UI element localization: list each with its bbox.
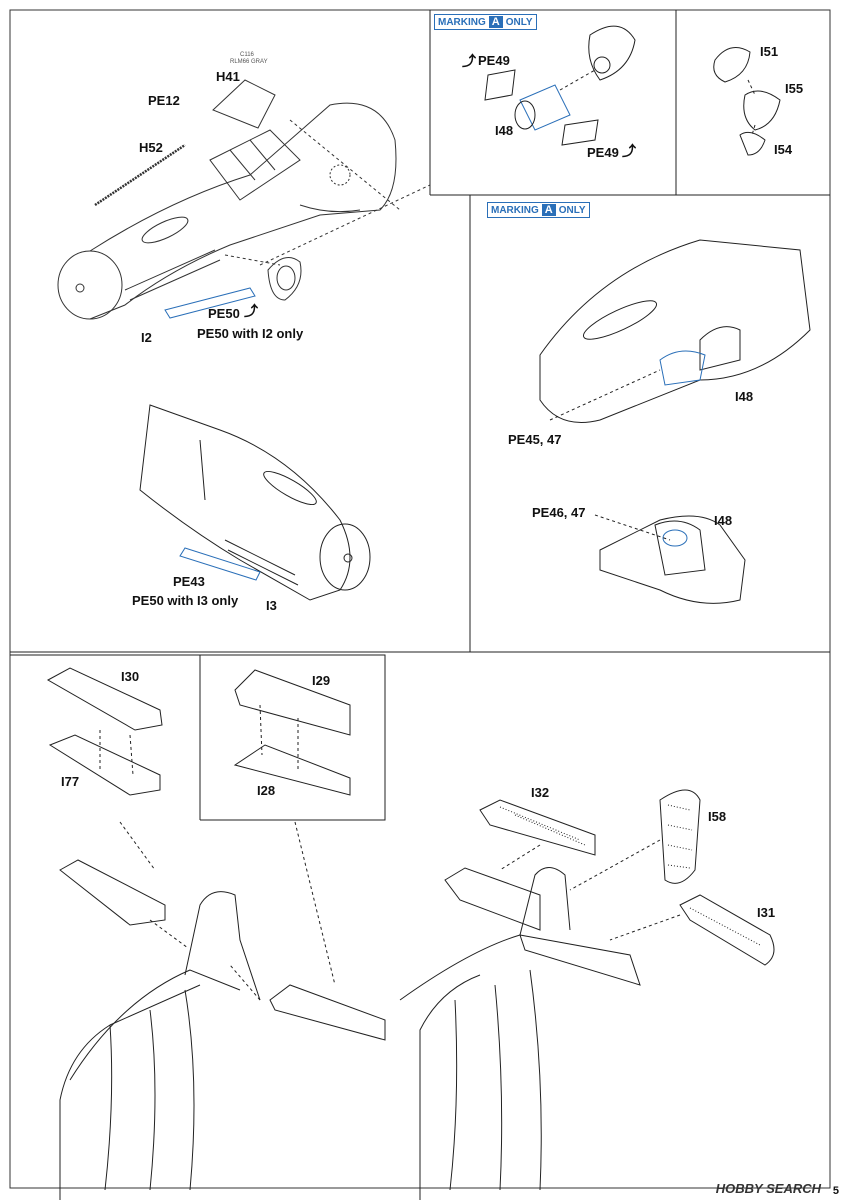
fuselage-nose-top [57, 79, 431, 320]
rudder-parts-left [46, 667, 163, 796]
label-i48-top: I48 [495, 123, 514, 138]
label-i28: I28 [257, 783, 276, 798]
label-i32: I32 [531, 785, 550, 800]
label-i48-lower: I48 [714, 513, 733, 528]
elevator-parts [233, 669, 351, 796]
watermark: HOBBY SEARCH [715, 1181, 821, 1196]
marking-letter: A [488, 16, 503, 28]
i48-detail [484, 25, 636, 146]
marking-letter: A [541, 204, 556, 216]
label-pe43: PE43 [173, 574, 205, 589]
label-pe50-i3: PE50 with I3 only [132, 593, 239, 608]
label-pe12: PE12 [148, 93, 180, 108]
paint-code: C116 [240, 52, 254, 58]
marking-a-only-tag: MARKING A ONLY [487, 202, 590, 218]
canopy-detail [713, 47, 781, 156]
label-i58: I58 [708, 809, 727, 824]
marking-prefix: MARKING [491, 204, 539, 216]
label-i29: I29 [312, 673, 331, 688]
label-h52: H52 [139, 140, 163, 155]
label-i54: I54 [774, 142, 793, 157]
fuselage-right-detail [539, 239, 811, 604]
label-i30: I30 [121, 669, 140, 684]
label-pe45-47: PE45, 47 [508, 432, 562, 447]
paint-name: RLM66 GRAY [230, 59, 268, 65]
tail-assembly-left [59, 821, 386, 1200]
marking-prefix: MARKING [438, 16, 486, 28]
label-i48-mid: I48 [735, 389, 754, 404]
label-pe49-top: PE49 [478, 53, 510, 68]
label-h41: H41 [216, 69, 240, 84]
label-i51: I51 [760, 44, 779, 59]
marking-suffix: ONLY [558, 204, 586, 216]
bend-arrow-icon: ⤴ [622, 143, 636, 159]
label-pe50-i2: PE50 with I2 only [197, 326, 304, 341]
label-i77: I77 [61, 774, 80, 789]
tail-assembly-right [399, 789, 775, 1200]
label-i2: I2 [141, 330, 152, 345]
label-i55: I55 [785, 81, 804, 96]
bend-arrow-icon: ⤴ [244, 303, 258, 319]
label-pe46-47: PE46, 47 [532, 505, 586, 520]
marking-suffix: ONLY [505, 16, 533, 28]
label-i31: I31 [757, 905, 776, 920]
label-pe49-bottom: PE49 [587, 145, 619, 160]
fuselage-nose-lower [139, 404, 371, 601]
label-i3: I3 [266, 598, 277, 613]
label-pe50: PE50 [208, 306, 240, 321]
bend-arrow-icon: ⤴ [462, 53, 476, 69]
marking-a-only-tag: MARKING A ONLY [434, 14, 537, 30]
page-number: 5 [832, 1185, 839, 1197]
